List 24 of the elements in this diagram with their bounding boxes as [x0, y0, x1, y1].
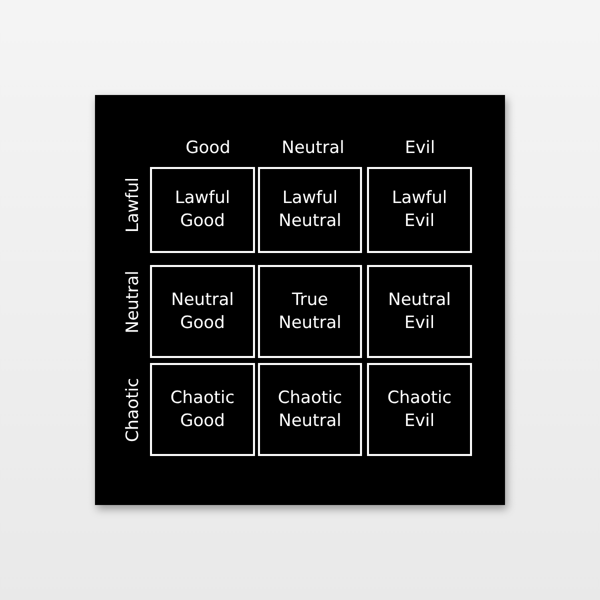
cell-label: Neutral Evil: [387, 288, 452, 334]
alignment-cell: [258, 363, 362, 456]
row-header: Chaotic: [123, 378, 143, 442]
row-header: Lawful: [123, 177, 143, 233]
cell-label: Chaotic Evil: [386, 386, 453, 432]
alignment-cell: [367, 363, 472, 456]
alignment-cell: [367, 265, 472, 358]
cell-label: Chaotic Good: [169, 386, 236, 432]
column-header: Evil: [404, 138, 436, 158]
cell-label: Lawful Good: [174, 187, 232, 233]
alignment-cell: [150, 363, 255, 456]
cell-label: Neutral Good: [170, 288, 235, 334]
column-header: Neutral: [282, 138, 344, 158]
cell-label: Lawful Evil: [390, 187, 448, 233]
column-header: Good: [186, 138, 230, 158]
alignment-cell: [367, 167, 472, 253]
row-header: Neutral: [123, 270, 143, 334]
alignment-cell: [258, 265, 362, 358]
alignment-cell: [258, 167, 362, 253]
cell-label: Chaotic Neutral: [276, 386, 344, 432]
alignment-cell: [150, 167, 255, 253]
cell-label: Lawful Neutral: [278, 187, 342, 233]
cell-label: True Neutral: [278, 288, 342, 334]
alignment-cell: [150, 265, 255, 358]
